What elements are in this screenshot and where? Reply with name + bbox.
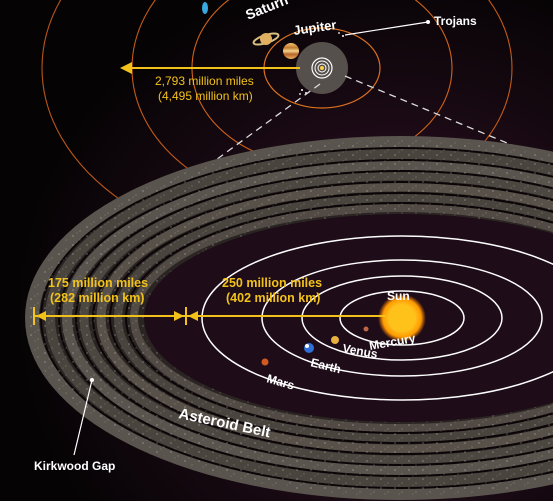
jupiter-label: Jupiter bbox=[292, 17, 337, 38]
trojans-label: Trojans bbox=[434, 14, 477, 28]
sun bbox=[388, 304, 416, 332]
trojans-leader-dot bbox=[426, 20, 430, 24]
inner-arrowhead-left bbox=[188, 311, 198, 321]
outer-distance-arrowhead bbox=[120, 62, 132, 74]
earth-cloud bbox=[305, 344, 309, 348]
venus-label: Venus bbox=[341, 341, 379, 361]
earth-planet bbox=[304, 343, 314, 353]
mars-orbit bbox=[201, 235, 553, 401]
belt-arrowhead-right bbox=[174, 311, 184, 321]
asteroid-belt-view: Sun Mercury Venus Earth Mars Asteroid Be… bbox=[25, 136, 553, 500]
zoom-guide-right bbox=[344, 75, 553, 163]
trojans-leader-line bbox=[344, 21, 429, 36]
venus-planet bbox=[331, 336, 339, 344]
inner-orbit-c bbox=[317, 63, 327, 73]
kirkwood-gap-label: Kirkwood Gap bbox=[34, 459, 115, 473]
mercury-orbit bbox=[339, 290, 465, 346]
inner-distance-km: (402 million km) bbox=[226, 291, 320, 305]
zoom-guide-left bbox=[75, 83, 321, 263]
belt-arrowhead-left bbox=[36, 311, 46, 321]
inner-orbit-b bbox=[314, 60, 330, 76]
sun-label: Sun bbox=[387, 289, 410, 303]
jupiter-planet bbox=[283, 43, 299, 59]
trojan-dot bbox=[342, 35, 344, 37]
belt-width-km: (282 million km) bbox=[50, 291, 144, 305]
venus-orbit bbox=[301, 275, 503, 361]
mercury-planet bbox=[363, 326, 369, 332]
inner-orbit-a bbox=[311, 57, 333, 79]
earth-orbit bbox=[261, 259, 543, 377]
mars-planet bbox=[261, 358, 269, 366]
kirkwood-gap-leader bbox=[73, 379, 93, 456]
outer-distance-km: (4,495 million km) bbox=[158, 89, 253, 103]
outer-distance-miles: 2,793 million miles bbox=[155, 74, 254, 88]
inner-distance-miles: 250 million miles bbox=[222, 276, 322, 290]
trojan-dot bbox=[299, 93, 301, 95]
trojan-dot bbox=[301, 89, 303, 91]
belt-width-miles: 175 million miles bbox=[48, 276, 148, 290]
sun-small bbox=[320, 66, 324, 70]
trojan-dot bbox=[338, 32, 340, 34]
saturn-planet bbox=[252, 32, 280, 46]
blue-planet bbox=[202, 2, 208, 14]
